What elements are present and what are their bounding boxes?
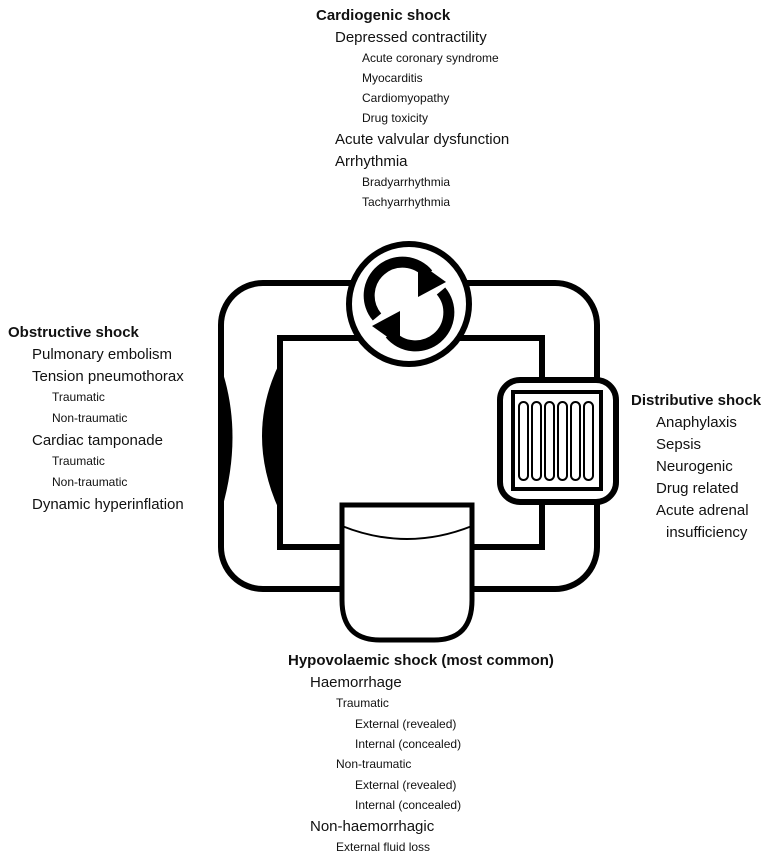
tachyarrhythmia: Tachyarrhythmia [362, 195, 451, 209]
cardiac-tamponade: Cardiac tamponade [32, 432, 163, 449]
tension-non-traumatic: Non-traumatic [52, 411, 128, 425]
dynamic-hyperinflation: Dynamic hyperinflation [32, 496, 184, 513]
anaphylaxis: Anaphylaxis [656, 414, 737, 431]
tension-pneumothorax: Tension pneumothorax [32, 368, 184, 385]
haemorrhage-traumatic: Traumatic [336, 696, 389, 710]
haemorrhage: Haemorrhage [310, 674, 402, 691]
drug-related: Drug related [656, 480, 739, 497]
hypovolaemic-title: Hypovolaemic shock (most common) [288, 652, 554, 669]
obstruction-icon [221, 362, 280, 512]
non-traumatic-external: External (revealed) [355, 778, 457, 792]
depressed-contractility: Depressed contractility [335, 29, 487, 46]
cardiomyopathy: Cardiomyopathy [362, 91, 450, 105]
pulmonary-embolism: Pulmonary embolism [32, 346, 173, 363]
hypovolaemic-shock-block: Hypovolaemic shock (most common) Haemorr… [288, 653, 554, 862]
myocarditis: Myocarditis [362, 71, 423, 85]
tamponade-non-traumatic: Non-traumatic [52, 475, 128, 489]
dilated-vessels-icon [497, 377, 619, 505]
cardiogenic-shock-block: Cardiogenic shock Depressed contractilit… [316, 8, 509, 216]
distributive-title: Distributive shock [631, 392, 762, 409]
drug-toxicity: Drug toxicity [362, 111, 429, 125]
cardiogenic-title: Cardiogenic shock [316, 7, 451, 24]
distributive-shock-block: Distributive shock Anaphylaxis Sepsis Ne… [631, 393, 761, 547]
neurogenic: Neurogenic [656, 458, 733, 475]
acute-adrenal: Acute adrenal [656, 502, 749, 519]
tension-traumatic: Traumatic [52, 390, 105, 404]
obstructive-title: Obstructive shock [8, 324, 139, 341]
circular-arrows-icon [346, 241, 472, 367]
haemorrhage-non-traumatic: Non-traumatic [336, 757, 412, 771]
tamponade-traumatic: Traumatic [52, 454, 105, 468]
non-traumatic-internal: Internal (concealed) [355, 798, 462, 812]
non-haemorrhagic: Non-haemorrhagic [310, 818, 435, 835]
arrhythmia: Arrhythmia [335, 153, 408, 170]
acute-coronary-syndrome: Acute coronary syndrome [362, 51, 499, 65]
insufficiency: insufficiency [666, 524, 748, 541]
fluid-reservoir-icon [339, 502, 475, 643]
traumatic-internal: Internal (concealed) [355, 737, 462, 751]
acute-valvular-dysfunction: Acute valvular dysfunction [335, 131, 510, 148]
traumatic-external: External (revealed) [355, 717, 457, 731]
obstructive-shock-block: Obstructive shock Pulmonary embolism Ten… [8, 325, 184, 519]
bradyarrhythmia: Bradyarrhythmia [362, 175, 451, 189]
sepsis: Sepsis [656, 436, 702, 453]
external-fluid-loss: External fluid loss [336, 840, 431, 854]
